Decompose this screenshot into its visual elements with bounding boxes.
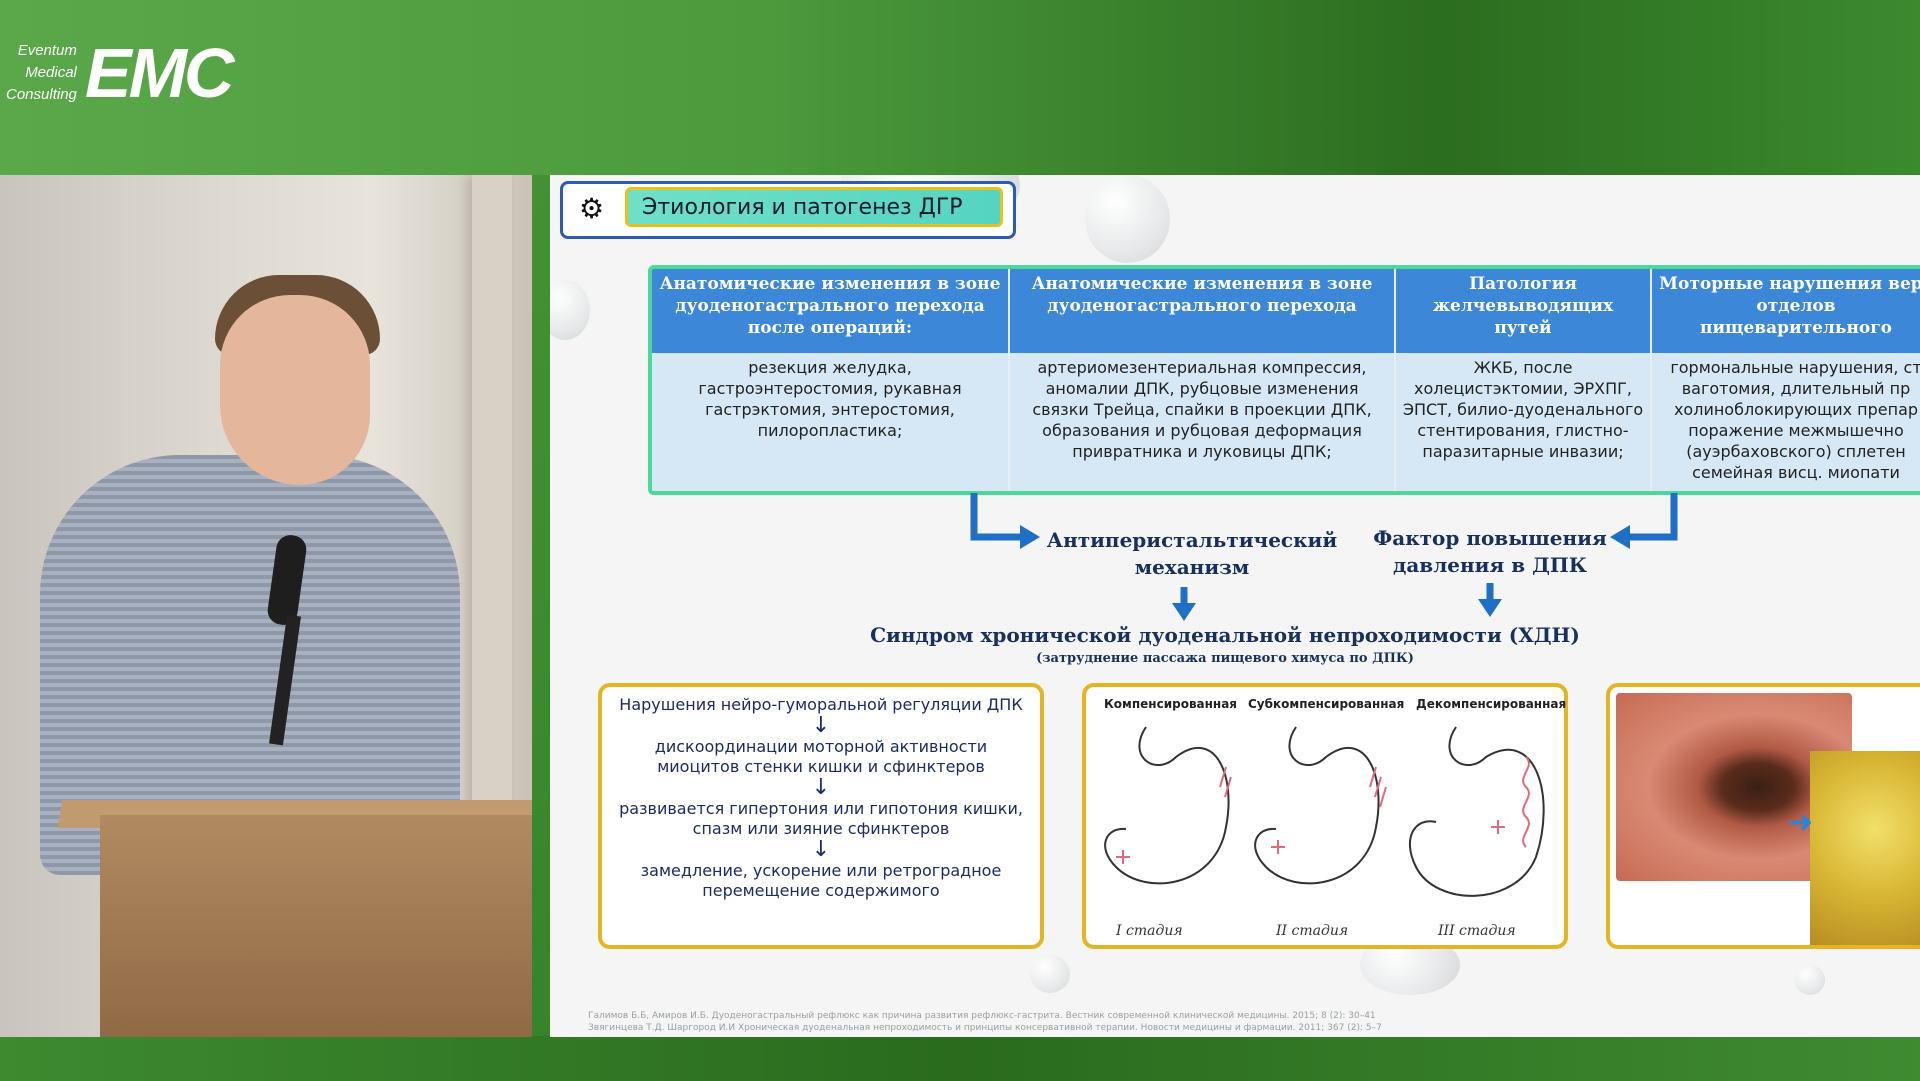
- logo-line: Medical: [25, 64, 77, 81]
- arrow-right-icon: ➜: [1788, 805, 1814, 840]
- chain-step: дискоординации моторной активности миоци…: [654, 737, 988, 776]
- stomach-stage-3: [1409, 726, 1545, 897]
- slide-title-frame: ⚙ Этиология и патогенез ДГР: [560, 181, 1016, 239]
- table-cell: гормональные нарушения, ст ваготомия, дл…: [1652, 353, 1920, 491]
- pathogenesis-chain: Нарушения нейро-гуморальной регуляции ДП…: [598, 683, 1044, 949]
- gears-icon: ⚙: [579, 192, 605, 225]
- mechanism-pressure: Фактор повышения давления в ДПК: [1373, 526, 1607, 577]
- arrow-right-elbow: [1630, 493, 1678, 541]
- chain-step: Нарушения нейро-гуморальной регуляции ДП…: [619, 695, 1023, 714]
- emc-logo: Eventum Medical Consulting EMC: [6, 34, 235, 112]
- podium: [100, 815, 532, 1037]
- arrow-down-left-head: [1172, 603, 1196, 621]
- table-header-cell: Моторные нарушения верх отделов пищевари…: [1652, 269, 1920, 353]
- mechanism-antiperistaltic: Антиперистальтический механизм: [1046, 528, 1338, 579]
- stage-heading: Субкомпенсированная: [1248, 697, 1405, 711]
- table-cell: ЖКБ, после холецистэктомии, ЭРХПГ, ЭПСТ,…: [1396, 353, 1652, 491]
- table-header-cell: Анатомические изменения в зоне дуоденога…: [652, 269, 1010, 353]
- endoscopy-images: ➜: [1606, 683, 1920, 949]
- table-header-cell: Анатомические изменения в зоне дуоденога…: [1010, 269, 1396, 353]
- table-header-row: Анатомические изменения в зоне дуоденога…: [652, 269, 1920, 353]
- stage-heading: Декомпенсированная: [1416, 697, 1567, 711]
- endoscopy-photo-bile: [1810, 751, 1920, 945]
- presentation-slide: ⚙ Этиология и патогенез ДГР Анатомически…: [550, 175, 1920, 1037]
- speaker-face: [220, 295, 370, 485]
- chain-step: развивается гипертония или гипотония киш…: [619, 799, 1023, 838]
- down-arrow-icon: ↓: [811, 713, 831, 738]
- references: Галимов Б.Б, Амиров И.Б. Дуоденогастраль…: [588, 1010, 1382, 1034]
- stage-label: III стадия: [1438, 923, 1516, 939]
- syndrome-subtitle: (затруднение пассажа пищевого химуса по …: [1036, 651, 1414, 666]
- decor-bubble: [1085, 175, 1170, 263]
- arrow-left-elbow: [970, 493, 1020, 541]
- arrow-down-right-head: [1478, 599, 1502, 617]
- decor-bubble: [550, 280, 590, 340]
- reference-item: Звягинцева Т.Д. Шаргород И.И Хроническая…: [588, 1023, 1382, 1033]
- stomach-stage-2: [1254, 726, 1380, 885]
- down-arrow-icon: ↓: [811, 837, 831, 862]
- tension-marks: [1116, 756, 1530, 864]
- etiology-table: Анатомические изменения в зоне дуоденога…: [648, 265, 1920, 495]
- stage-label: I стадия: [1116, 923, 1183, 939]
- table-row: резекция желудка, гастроэнтеростомия, ру…: [652, 353, 1920, 491]
- arrow-left-head: [1020, 525, 1040, 549]
- reference-item: Галимов Б.Б, Амиров И.Б. Дуоденогастраль…: [588, 1011, 1376, 1021]
- stomach-drawings: [1104, 726, 1545, 897]
- logo-wordmark: EMC: [84, 34, 235, 112]
- table-header-cell: Патология желчевыводящих путей: [1396, 269, 1652, 353]
- table-cell: резекция желудка, гастроэнтеростомия, ру…: [652, 353, 1010, 491]
- stage-heading: Компенсированная: [1104, 697, 1238, 711]
- decor-bubble: [1030, 955, 1070, 993]
- table-cell: артериомезентериальная компрессия, анома…: [1010, 353, 1396, 491]
- logo-subtitle: Eventum Medical Consulting: [6, 40, 77, 106]
- arrow-right-head: [1610, 525, 1630, 549]
- logo-line: Consulting: [6, 86, 77, 103]
- stage-label: II стадия: [1276, 923, 1349, 939]
- stomach-stage-1: [1104, 726, 1230, 885]
- bottom-banner: [0, 1036, 1920, 1081]
- syndrome-title: Синдром хронической дуоденальной непрохо…: [870, 623, 1580, 647]
- logo-line: Eventum: [17, 42, 77, 59]
- top-banner: [0, 0, 1920, 175]
- stages-diagram: Компенсированная Субкомпенсированная Дек…: [1082, 683, 1568, 949]
- slide-title: Этиология и патогенез ДГР: [625, 187, 1003, 227]
- down-arrow-icon: ↓: [811, 775, 831, 800]
- chain-step: замедление, ускорение или ретроградное п…: [640, 861, 1002, 900]
- decor-bubble: [1795, 965, 1825, 995]
- speaker-video: [0, 175, 532, 1037]
